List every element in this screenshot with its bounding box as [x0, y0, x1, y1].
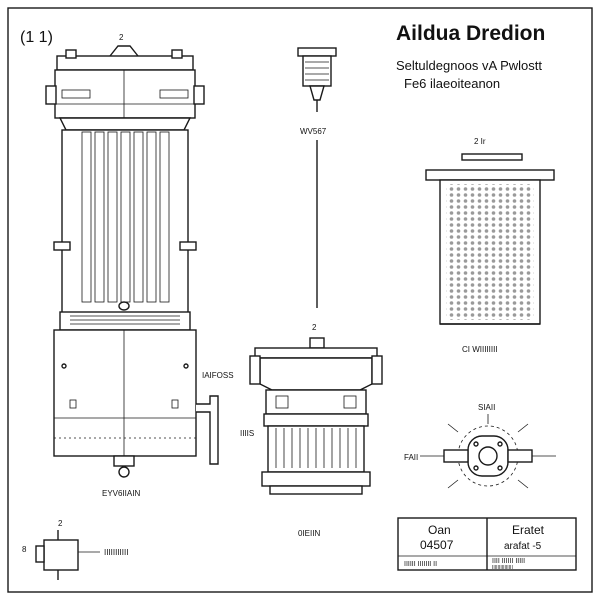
corner-mark: (1 1) — [20, 29, 53, 46]
label-middle-bottom: 0IEIIN — [298, 529, 320, 538]
label-middle-side: IIIIS — [240, 429, 254, 438]
main-filter-unit: 2 — [45, 33, 234, 498]
fitting-component: WV567 — [297, 47, 337, 308]
sheet-subtitle-2: Fe6 ilaeoiteanon — [404, 76, 500, 91]
label-ring-left: FAII — [404, 453, 418, 462]
title-block: Oan 04507 IIIIII IIIIIII II Eratet arafa… — [397, 517, 577, 571]
title-block-left-2: 04507 — [420, 538, 454, 552]
sheet-title: Aildua Dredion — [396, 22, 545, 45]
label-small-bottom-left: IIIIIIIIIII — [104, 548, 128, 557]
sheet-subtitle-1: Seltuldegnoos vA Pwlostt — [396, 58, 542, 73]
label-fitting-top: WV567 — [300, 127, 327, 136]
title-block-left-small: IIIIII IIIIIII II — [404, 561, 437, 568]
title-block-right-1: Eratet — [512, 523, 545, 537]
title-block-left-1: Oan — [428, 523, 451, 537]
label-small-top: 2 — [58, 519, 63, 528]
label-left-bottom: EYV6IIAIN — [102, 489, 140, 498]
title-block-right-small-2: IIIIIIIIIIIIIII — [492, 565, 513, 571]
middle-filter-unit: 2 0IEIIN IIIIS — [240, 323, 383, 538]
label-detail-caption: CI WIIIIIIII — [462, 345, 498, 354]
ring-detail: SIAII FAII — [404, 403, 556, 489]
svg-text:8: 8 — [22, 545, 27, 554]
label-left-side: IAIFOSS — [202, 371, 234, 380]
label-detail-top: 2 Ir — [474, 137, 486, 146]
title-block-right-2: arafat -5 — [504, 541, 542, 552]
label-ring-top: SIAII — [478, 403, 495, 412]
title-block-right-small-1: IIII IIIIII IIIII — [492, 558, 525, 565]
small-valve-component: 2 8 IIIIIIIIIII — [22, 519, 128, 580]
sheet-border — [7, 7, 593, 593]
label-middle-top-mark: 2 — [312, 323, 317, 332]
svg-text:2: 2 — [119, 33, 124, 42]
screen-detail: 2 Ir CI WIIIIIIII — [425, 137, 555, 354]
